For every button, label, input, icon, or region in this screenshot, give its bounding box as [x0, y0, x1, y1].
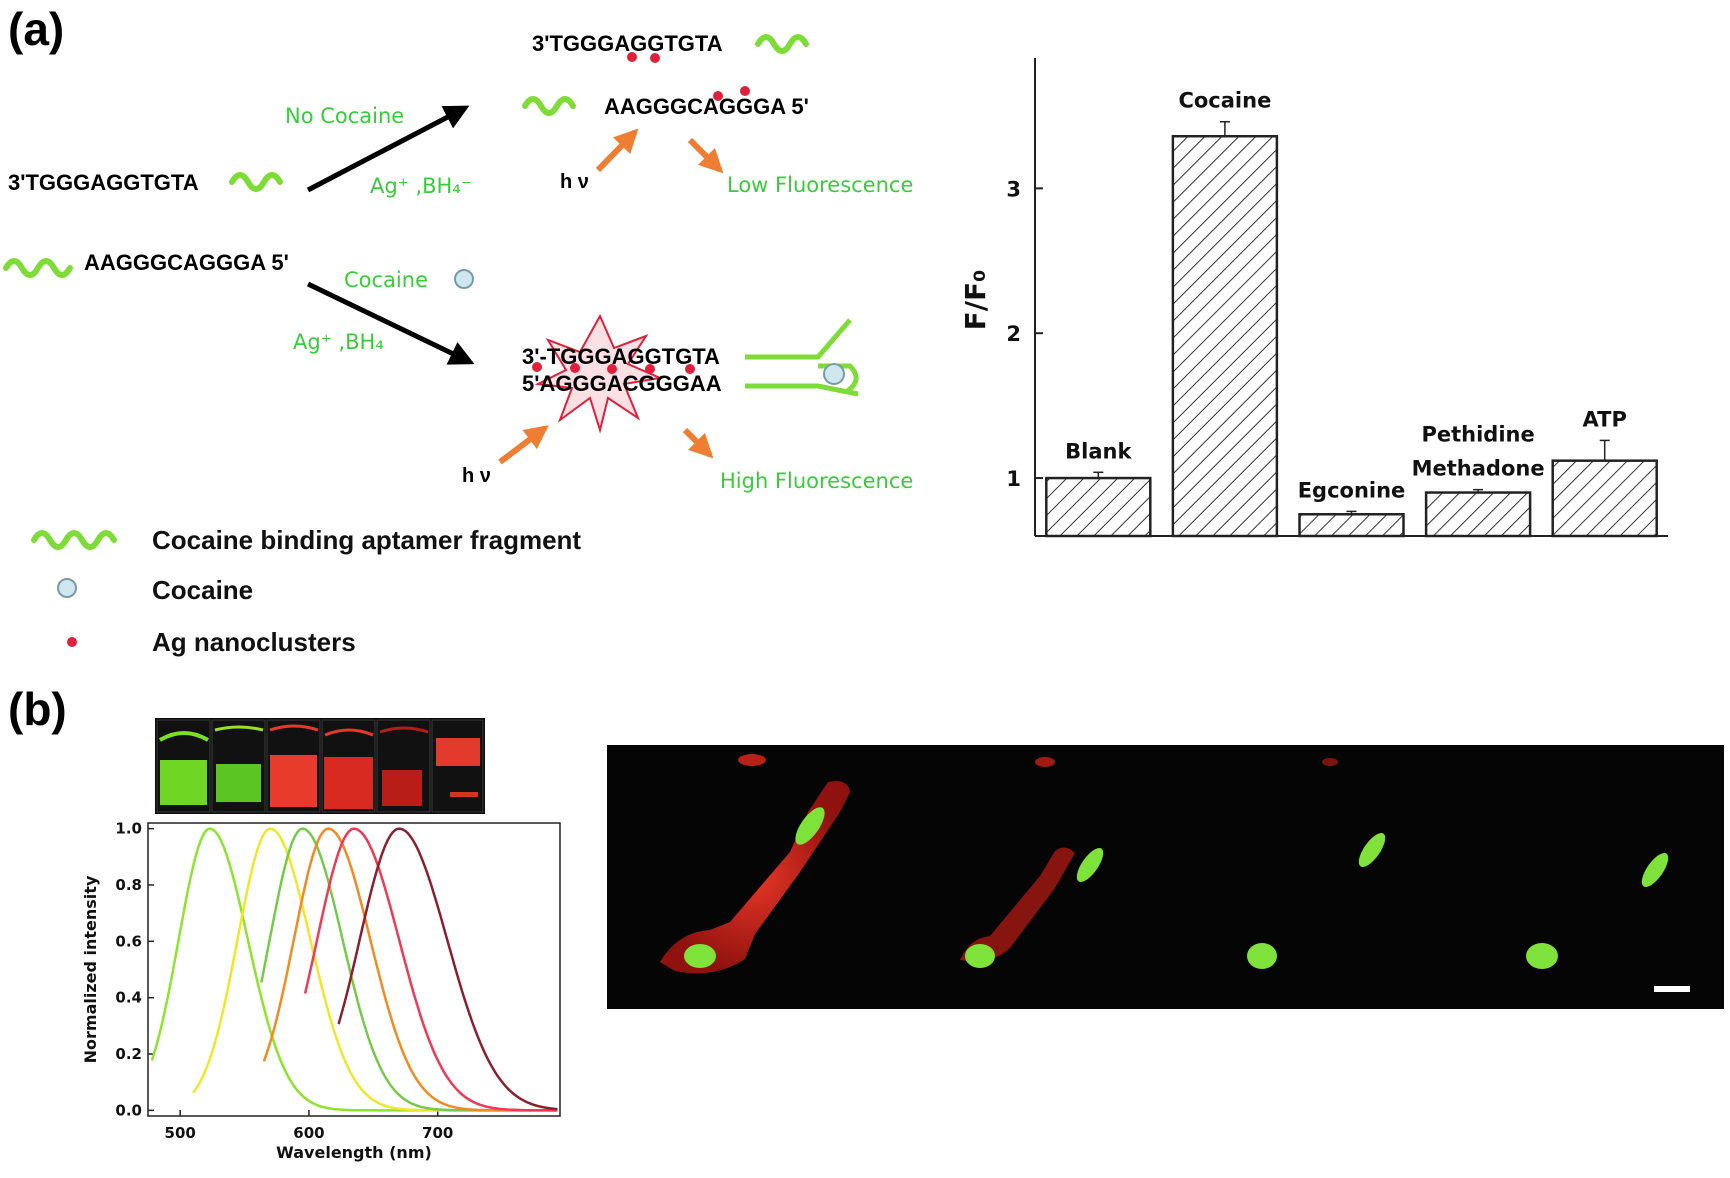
- bar-label: Pethidine: [1421, 423, 1534, 447]
- aptamer-arm-lower: [745, 383, 859, 397]
- bar: [1171, 134, 1279, 538]
- spectrum-line: [262, 827, 558, 1112]
- y-tick-label: 3: [1006, 177, 1021, 201]
- cell-nucleus: [1358, 832, 1386, 868]
- ag-nanocluster: [740, 86, 750, 96]
- bar-label: Blank: [1065, 439, 1132, 463]
- legend-aptamer-label: Cocaine binding aptamer fragment: [152, 525, 581, 555]
- cell-nucleus: [1526, 943, 1558, 969]
- no-cocaine-label: No Cocaine: [285, 104, 404, 128]
- starburst-icon: [534, 313, 664, 434]
- y-axis-label: F/F₀: [959, 270, 992, 331]
- x-tick-label: 700: [422, 1124, 453, 1142]
- cocaine-condition-label: Cocaine: [344, 268, 428, 292]
- wave-icon: [522, 96, 576, 116]
- product-strand-bottom: AAGGGCAGGGA 5': [604, 94, 809, 119]
- y-tick-label: 1: [1006, 467, 1021, 491]
- ag-nanocluster: [532, 362, 542, 372]
- wave-icon: [755, 34, 809, 54]
- cell-nucleus: [684, 944, 716, 968]
- y-tick-label: 0.0: [115, 1101, 142, 1119]
- legend-cocaine-label: Cocaine: [152, 575, 253, 605]
- hv-upper-label: h ν: [560, 171, 589, 193]
- ag-nanocluster: [713, 91, 723, 101]
- product-strand-top: 3'TGGGAGGTGTA: [532, 31, 723, 56]
- duplex-line-2: 5'AGGGACGGGAA: [522, 371, 722, 396]
- reaction-arrow-upper: [306, 105, 470, 193]
- wave-icon: [31, 530, 117, 550]
- cell-nucleus: [795, 807, 825, 845]
- bar-label: Methadone: [1412, 457, 1545, 481]
- cell-debris: [738, 754, 766, 766]
- cell-nucleus: [965, 944, 995, 968]
- confocal-image-strip: [607, 745, 1724, 1009]
- bar: [1551, 459, 1658, 538]
- bar: [1298, 513, 1405, 538]
- vial-photo-strip: [155, 718, 485, 814]
- y-tick-label: 1.0: [115, 820, 142, 838]
- spectrum-line: [150, 827, 557, 1112]
- reagent-upper-label: Ag⁺ ,BH₄⁻: [370, 174, 472, 198]
- spectrum-line: [303, 827, 558, 1112]
- spectrum-line: [192, 827, 557, 1112]
- cell-nucleus: [1641, 852, 1669, 888]
- wave-icon: [229, 172, 283, 192]
- y-tick-label: 0.8: [115, 876, 142, 894]
- cocaine-circle-icon: [454, 269, 474, 289]
- panel-b-label: (b): [8, 683, 67, 735]
- bar-label: Egconine: [1298, 478, 1406, 502]
- excitation-arrow-upper: [595, 128, 639, 173]
- y-axis-label: Normalized intensity: [81, 875, 100, 1063]
- ag-nanocluster: [685, 364, 695, 374]
- x-tick-label: 600: [293, 1124, 324, 1142]
- y-tick-label: 0.4: [115, 989, 142, 1007]
- cell-debris: [1035, 757, 1055, 767]
- y-tick-label: 2: [1006, 322, 1021, 346]
- ag-nanocluster: [570, 363, 580, 373]
- wave-icon: [3, 258, 73, 278]
- bar-label: Cocaine: [1178, 89, 1271, 113]
- reactant-strand-bottom: AAGGGCAGGGA 5': [84, 250, 289, 275]
- bar: [1045, 476, 1152, 538]
- ag-nanocluster: [645, 364, 655, 374]
- y-tick-label: 0.6: [115, 932, 142, 950]
- low-fluorescence-label: Low Fluorescence: [727, 173, 913, 197]
- cell-membrane: [960, 847, 1075, 962]
- ag-nanocluster: [607, 364, 617, 374]
- emission-arrow-lower: [682, 427, 714, 459]
- legend-ag-label: Ag nanoclusters: [152, 627, 356, 657]
- cell-nucleus: [1076, 847, 1104, 883]
- cell-nucleus: [1247, 943, 1277, 969]
- red-dot-icon: [67, 637, 77, 647]
- aptamer-arm-upper: [745, 318, 852, 360]
- reaction-arrow-lower: [306, 281, 475, 365]
- cell-debris: [1322, 758, 1338, 766]
- bar: [1424, 491, 1532, 538]
- excitation-arrow-lower: [498, 425, 549, 465]
- plot-frame: [147, 822, 561, 1117]
- ag-nanocluster: [650, 53, 660, 63]
- reactant-strand-top: 3'TGGGAGGTGTA: [8, 170, 199, 195]
- spectrum-line: [337, 827, 558, 1111]
- panel-a-label: (a): [8, 3, 64, 55]
- aptamer-loop: [818, 363, 859, 395]
- x-axis-label: Wavelength (nm): [276, 1143, 432, 1162]
- ag-nanocluster: [627, 52, 637, 62]
- y-tick-label: 0.2: [115, 1045, 142, 1063]
- emission-arrow-upper: [687, 137, 724, 174]
- reagent-lower-label: Ag⁺ ,BH₄: [293, 330, 384, 354]
- high-fluorescence-label: High Fluorescence: [720, 469, 913, 493]
- cocaine-circle-icon: [823, 363, 845, 385]
- scale-bar: [1654, 986, 1690, 992]
- circle-icon: [57, 578, 77, 598]
- duplex-line-1: 3'-TGGGAGGTGTA: [522, 344, 720, 369]
- x-tick-label: 500: [165, 1124, 196, 1142]
- bar-label: ATP: [1583, 407, 1627, 431]
- hv-lower-label: h ν: [462, 465, 491, 487]
